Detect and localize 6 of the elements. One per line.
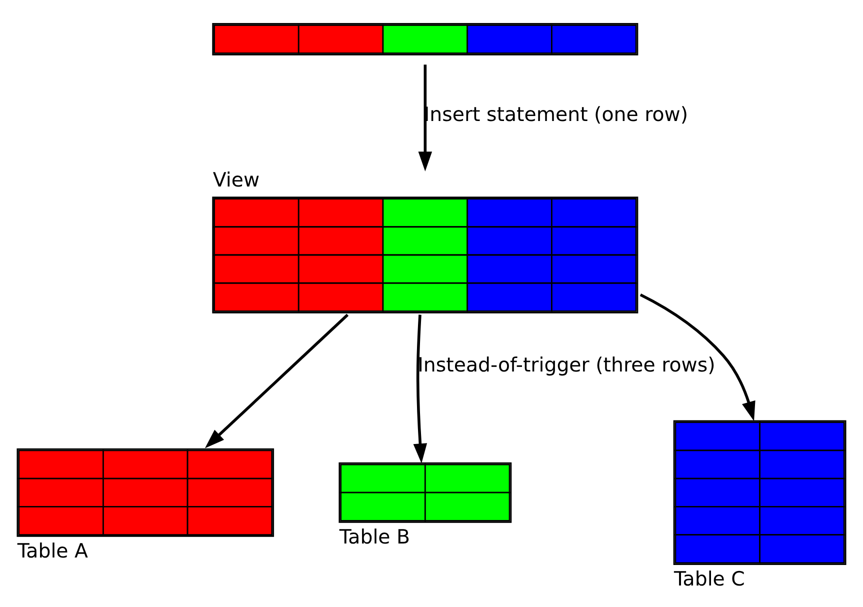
edge-label: Instead-of-trigger (three rows) — [418, 353, 716, 376]
node-label: View — [212, 168, 260, 192]
node-label: Table C — [674, 568, 745, 591]
node-label: Table B — [339, 526, 410, 549]
edge-label: Insert statement (one row) — [424, 103, 688, 126]
node-label: Table A — [17, 540, 88, 563]
